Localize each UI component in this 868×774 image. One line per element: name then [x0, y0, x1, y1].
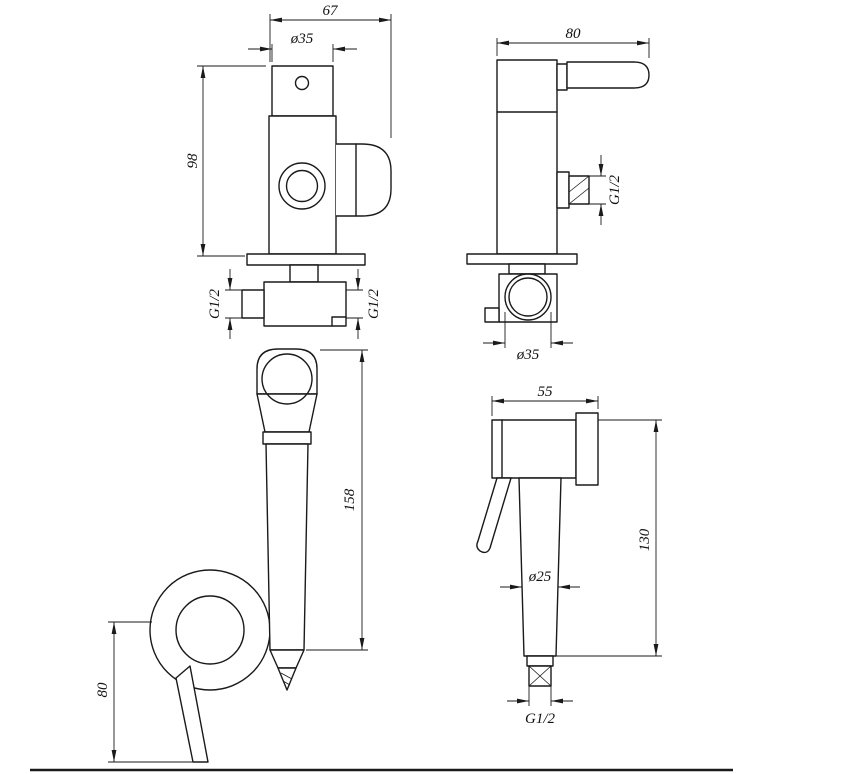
mount-tab — [484, 307, 500, 323]
dim-bottom-thread: G1/2 — [525, 711, 556, 727]
wall-plate-side — [466, 253, 578, 265]
pipe-block — [263, 281, 347, 327]
dim-sprayer-side-length: 130 — [637, 528, 653, 551]
head-side — [491, 419, 577, 479]
pipe-inlet-left — [241, 289, 265, 319]
head-taper — [256, 393, 318, 433]
sprayer-holder — [336, 143, 392, 217]
pipe-step — [331, 316, 347, 327]
valve-front-view: 67 ø35 98 G1/2 G1/2 — [185, 3, 392, 339]
wall-plate — [246, 253, 366, 266]
handle-knob-outer — [278, 162, 326, 210]
dim-sprayer-length: 158 — [342, 488, 358, 511]
sprayer-side-view: 55 ø25 130 G1/2 — [476, 384, 662, 727]
dim-handle-length: 80 — [95, 682, 111, 698]
cap-screw-hole-icon — [294, 75, 310, 91]
bracket-handle-rod — [175, 665, 209, 763]
body-cone — [269, 649, 305, 669]
outlet-thread — [568, 175, 590, 205]
valve-cap — [271, 65, 334, 117]
lever-handle — [566, 61, 650, 89]
valve-body-side — [496, 59, 558, 255]
connector-thread-hatch — [528, 665, 552, 687]
inlet-pipe-inner — [508, 277, 548, 317]
sprayer-body-side — [518, 477, 562, 657]
lever-joint — [556, 63, 568, 91]
trigger-lever — [476, 477, 512, 554]
dim-valve-cap-diameter: ø35 — [290, 31, 314, 47]
handle-knob-inner — [285, 169, 319, 203]
connector-hex — [526, 655, 554, 667]
spray-face-nozzles — [261, 353, 313, 405]
dim-flange-diameter: ø35 — [516, 347, 540, 363]
dim-valve-thread-right: G1/2 — [366, 289, 382, 320]
dim-outlet-thread: G1/2 — [607, 175, 623, 206]
dim-head-length: 55 — [538, 384, 554, 400]
dim-valve-body-height: 98 — [185, 153, 201, 169]
tip-hatch — [280, 672, 293, 686]
inlet-pipe-outer — [504, 273, 552, 321]
bracket-ring-outer — [149, 569, 271, 691]
hose-connector-tip — [277, 667, 297, 691]
sprayer-body — [265, 443, 309, 651]
dim-valve-thread-left: G1/2 — [207, 289, 223, 320]
head-back-cap — [575, 412, 599, 486]
dim-valve-depth: 80 — [566, 26, 582, 42]
valve-stem-side — [508, 263, 546, 275]
outlet-thread-hatch — [568, 175, 590, 205]
sprayer-head — [256, 348, 318, 395]
sprayer-front-view: 158 80 — [95, 348, 368, 763]
dim-valve-overall-width: 67 — [323, 3, 340, 19]
head-collar — [262, 431, 312, 445]
valve-side-view: 80 G1/2 ø35 — [466, 26, 650, 363]
dim-body-diameter: ø25 — [528, 569, 552, 585]
valve-stem — [289, 264, 319, 283]
bracket-ring-inner — [175, 595, 245, 665]
outlet-flange — [556, 171, 570, 209]
